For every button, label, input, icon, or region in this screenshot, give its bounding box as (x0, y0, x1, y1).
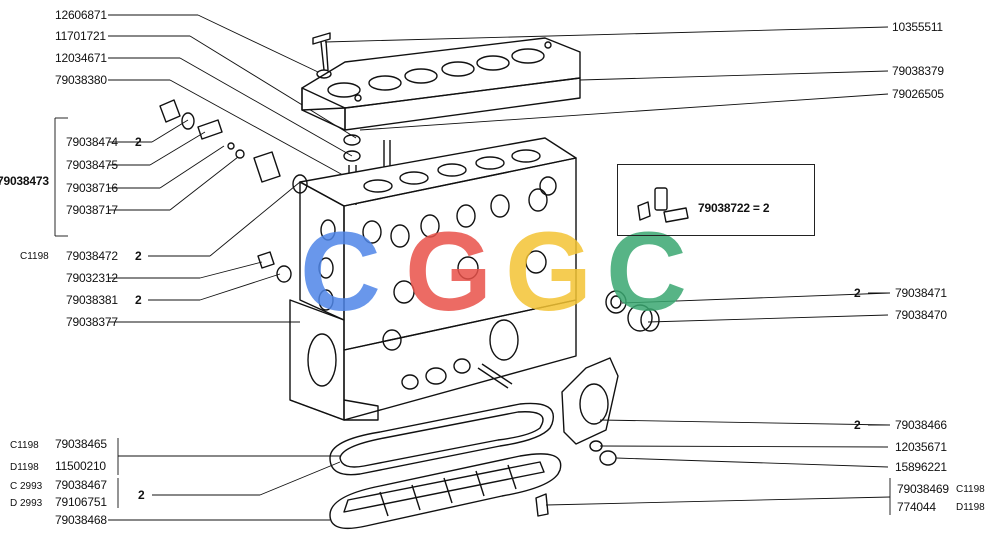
code-11500210: D1198 (10, 462, 39, 473)
inset-label: 79038722 = 2 (698, 201, 770, 215)
part-label-79038377: 79038377 (66, 315, 118, 329)
qty-79038466: 2 (854, 418, 861, 432)
part-label-79038473: 79038473 (0, 174, 49, 188)
leader-lines (54, 14, 891, 521)
gaskets (329, 402, 562, 530)
qty-79038471: 2 (854, 286, 861, 300)
cover-plate (301, 37, 581, 131)
part-label-79038381: 79038381 (66, 293, 118, 307)
watermark-letter-1: C (300, 209, 381, 334)
qty-79038381: 2 (135, 293, 142, 307)
part-label-79038466: 79038466 (895, 418, 947, 432)
watermark-letter-4: C (606, 209, 687, 334)
inset-part-drawing (637, 187, 689, 223)
part-label-11500210: 11500210 (55, 459, 106, 473)
code-79038472: C1198 (20, 251, 49, 262)
left-side-fittings (159, 99, 308, 283)
part-label-79026505: 79026505 (892, 87, 944, 101)
part-label-11701721: 11701721 (55, 29, 106, 43)
bolt-10355511 (312, 32, 332, 79)
part-label-79038470: 79038470 (895, 308, 947, 322)
code-79038467: C 2993 (10, 481, 43, 492)
part-label-79038465: 79038465 (55, 437, 107, 451)
code-774044: D1198 (956, 502, 985, 513)
part-label-15896221: 15896221 (895, 460, 947, 474)
part-label-12034671: 12034671 (55, 51, 107, 65)
part-label-79038472: 79038472 (66, 249, 118, 263)
part-label-79038469: 79038469 (897, 482, 949, 496)
part-label-79038380: 79038380 (55, 73, 107, 87)
watermark-letter-3: G (505, 209, 593, 334)
part-label-79106751: 79106751 (55, 495, 107, 509)
code-79106751: D 2993 (10, 498, 43, 509)
part-label-79038717: 79038717 (66, 203, 118, 217)
part-label-774044: 774044 (897, 500, 936, 514)
part-label-79038468: 79038468 (55, 513, 107, 527)
code-79038465: C1198 (10, 440, 39, 451)
part-label-79038474: 79038474 (66, 135, 118, 149)
part-label-79038716: 79038716 (66, 181, 118, 195)
part-label-79038467: 79038467 (55, 478, 107, 492)
part-label-79038475: 79038475 (66, 158, 118, 172)
part-label-10355511: 10355511 (892, 20, 943, 34)
part-label-79038379: 79038379 (892, 64, 944, 78)
part-label-12035671: 12035671 (895, 440, 947, 454)
watermark-letter-2: G (405, 209, 493, 334)
right-side-seals (535, 290, 660, 517)
qty-79038474: 2 (135, 135, 142, 149)
qty-79038472: 2 (135, 249, 142, 263)
part-label-79032312: 79032312 (66, 271, 118, 285)
part-label-79038471: 79038471 (895, 286, 947, 300)
engine-block (289, 137, 577, 421)
qty-79038467: 2 (138, 488, 145, 502)
code-79038469: C1198 (956, 484, 985, 495)
part-label-12606871: 12606871 (55, 8, 107, 22)
inset-box: 79038722 = 2 (617, 164, 815, 236)
